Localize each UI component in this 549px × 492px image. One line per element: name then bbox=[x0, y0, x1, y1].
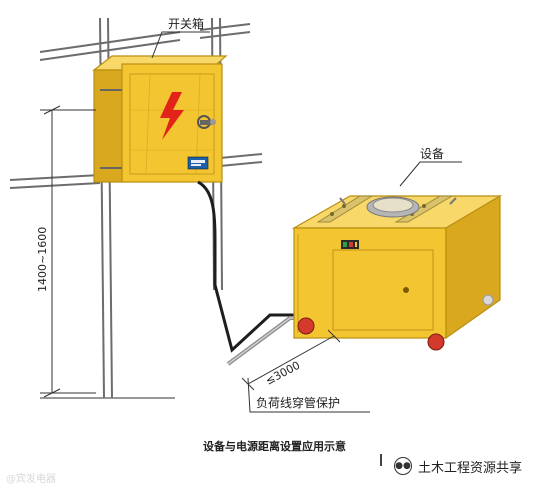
lightning-bolt-icon bbox=[160, 92, 184, 140]
equipment bbox=[291, 194, 503, 340]
height-range-label: 1400~1600 bbox=[36, 227, 49, 292]
watermark-right-text: 土木工程资源共享 bbox=[418, 460, 523, 476]
switch-box-label: 开关箱 bbox=[168, 16, 204, 31]
figure-caption: 设备与电源距离设置应用示意 bbox=[203, 440, 346, 453]
equipment-label: 设备 bbox=[420, 147, 444, 161]
equipment-wheels bbox=[297, 294, 494, 351]
watermark-divider bbox=[380, 454, 382, 466]
leader-lines bbox=[151, 31, 462, 413]
load-cable bbox=[197, 180, 300, 353]
distance-dimension-line bbox=[241, 329, 341, 391]
box-bracket bbox=[100, 89, 122, 169]
nameplate bbox=[187, 156, 209, 170]
height-dimension-line bbox=[40, 105, 96, 398]
watermark-right: ●● 土木工程资源共享 bbox=[394, 455, 522, 477]
watermark-left: @宾发电器 bbox=[6, 474, 56, 485]
wechat-icon: ●● bbox=[394, 457, 412, 475]
distance-label: ≤3000 bbox=[263, 359, 302, 388]
lock-icon bbox=[197, 115, 216, 129]
cable-note-label: 负荷线穿管保护 bbox=[256, 395, 340, 410]
